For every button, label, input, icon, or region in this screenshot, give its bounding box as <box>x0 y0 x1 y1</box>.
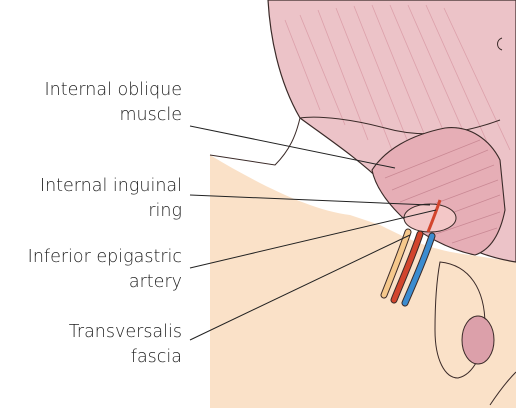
label-line-2: fascia <box>69 345 182 370</box>
testis <box>462 316 494 364</box>
label-internal-inguinal-ring: Internal inguinal ring <box>40 174 182 224</box>
label-line-2: ring <box>40 199 182 224</box>
body-outline <box>210 118 300 165</box>
label-line-1: Internal inguinal <box>40 174 182 199</box>
label-line-2: muscle <box>44 103 182 128</box>
label-line-2: artery <box>28 270 182 295</box>
label-transversalis-fascia: Transversalis fascia <box>69 320 182 370</box>
label-internal-oblique-muscle: Internal oblique muscle <box>44 78 182 128</box>
label-line-1: Inferior epigastric <box>28 245 182 270</box>
label-line-1: Internal oblique <box>44 78 182 103</box>
label-inferior-epigastric-artery: Inferior epigastric artery <box>28 245 182 295</box>
label-line-1: Transversalis <box>69 320 182 345</box>
